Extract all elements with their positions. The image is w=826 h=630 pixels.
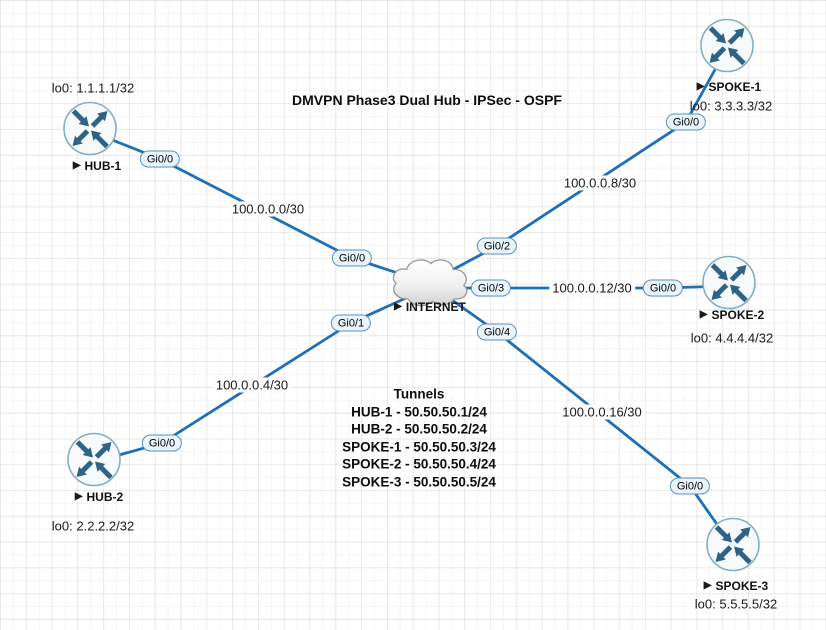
spoke3-name: SPOKE-3	[715, 579, 769, 593]
tunnels-heading: Tunnels	[393, 386, 445, 402]
tunnel-entry: HUB-2 - 50.50.50.2/24	[351, 421, 487, 437]
internet-label: ▶ INTERNET	[394, 300, 466, 314]
network-label-100-0-0-12: 100.0.0.12/30	[549, 280, 635, 296]
spoke2-label: ▶ SPOKE-2	[700, 308, 764, 322]
iface-label-internet-gi0-2[interactable]: Gi0/2	[476, 237, 518, 255]
iface-label-internet-gi0-3[interactable]: Gi0/3	[470, 279, 512, 297]
tunnel-entry: HUB-1 - 50.50.50.1/24	[351, 404, 487, 419]
tunnel-entry: SPOKE-1 - 50.50.50.3/24	[342, 439, 496, 454]
network-label-100-0-0-8: 100.0.0.8/30	[560, 175, 640, 191]
play-icon: ▶	[703, 580, 712, 591]
play-icon: ▶	[696, 81, 705, 92]
spoke3-loopback-label: lo0: 5.5.5.5/32	[694, 596, 778, 612]
iface-label-spoke1-gi0-0[interactable]: Gi0/0	[665, 113, 707, 131]
node-spoke2[interactable]	[701, 255, 757, 316]
spoke3-label: ▶ SPOKE-3	[704, 579, 768, 593]
internet-name: INTERNET	[405, 300, 466, 314]
network-label-100-0-0-16: 100.0.0.16/30	[559, 404, 645, 420]
node-hub1[interactable]	[62, 101, 118, 162]
iface-label-internet-gi0-0[interactable]: Gi0/0	[331, 249, 373, 267]
tunnel-entry: SPOKE-3 - 50.50.50.5/24	[342, 474, 496, 489]
node-spoke3[interactable]	[705, 517, 761, 578]
router-icon	[62, 101, 118, 157]
spoke1-name: SPOKE-1	[708, 80, 762, 94]
iface-label-hub1-gi0-0[interactable]: Gi0/0	[139, 150, 181, 168]
node-spoke1[interactable]	[699, 18, 755, 79]
play-icon: ▶	[74, 491, 83, 502]
spoke2-name: SPOKE-2	[711, 308, 765, 322]
play-icon: ▶	[699, 309, 708, 320]
iface-label-internet-gi0-4[interactable]: Gi0/4	[476, 323, 518, 341]
iface-label-internet-gi0-1[interactable]: Gi0/1	[330, 314, 372, 332]
hub1-label: ▶ HUB-1	[73, 159, 121, 173]
router-icon	[66, 432, 122, 488]
node-hub2[interactable]	[66, 432, 122, 493]
diagram-title: DMVPN Phase3 Dual Hub - IPSec - OSPF	[292, 92, 562, 108]
iface-label-hub2-gi0-0[interactable]: Gi0/0	[141, 434, 183, 452]
tunnels-annotation: Tunnels HUB-1 - 50.50.50.1/24 HUB-2 - 50…	[342, 386, 496, 491]
spoke2-loopback-label: lo0: 4.4.4.4/32	[690, 330, 774, 346]
network-label-100-0-0-4: 100.0.0.4/30	[212, 377, 292, 393]
spoke1-label: ▶ SPOKE-1	[697, 80, 761, 94]
play-icon: ▶	[72, 160, 81, 171]
router-icon	[705, 517, 761, 573]
iface-label-spoke3-gi0-0[interactable]: Gi0/0	[669, 477, 711, 495]
network-label-100-0-0-0: 100.0.0.0/30	[228, 201, 308, 217]
spoke1-loopback-label: lo0: 3.3.3.3/32	[689, 98, 773, 114]
play-icon: ▶	[394, 301, 402, 312]
hub1-name: HUB-1	[84, 159, 122, 173]
router-icon	[699, 18, 755, 74]
hub2-name: HUB-2	[86, 490, 124, 504]
hub1-loopback-label: lo0: 1.1.1.1/32	[51, 80, 135, 96]
router-icon	[701, 255, 757, 311]
iface-label-spoke2-gi0-0[interactable]: Gi0/0	[642, 279, 684, 297]
link-spoke1-internet[interactable]	[427, 47, 729, 285]
hub2-loopback-label: lo0: 2.2.2.2/32	[51, 518, 135, 534]
hub2-label: ▶ HUB-2	[75, 490, 123, 504]
tunnel-entry: SPOKE-2 - 50.50.50.4/24	[342, 456, 496, 472]
